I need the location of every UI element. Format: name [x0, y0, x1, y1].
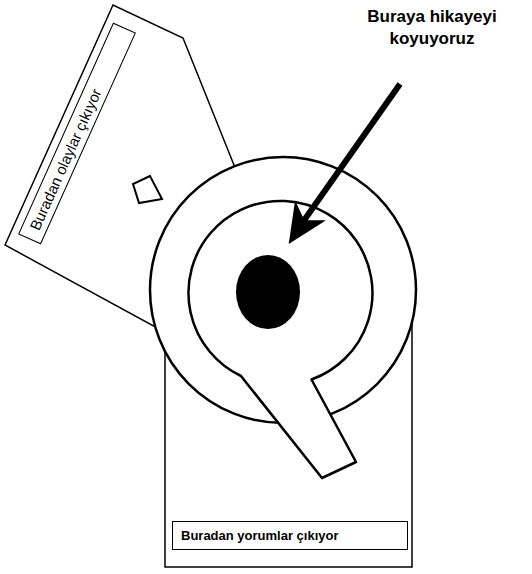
pointer-arrow-head: [290, 204, 322, 242]
chute-label: Buradan yorumlar çıkıyor: [181, 528, 399, 543]
input-hole: [236, 255, 300, 329]
inner-chamber: [188, 201, 372, 478]
pointer-arrow-shaft: [304, 84, 400, 221]
outlet-label-box: Buradan yorumlar çıkıyor: [172, 521, 408, 550]
side-tab: [133, 176, 162, 203]
callout-text: Buraya hikayeyi koyuyoruz: [336, 6, 528, 50]
